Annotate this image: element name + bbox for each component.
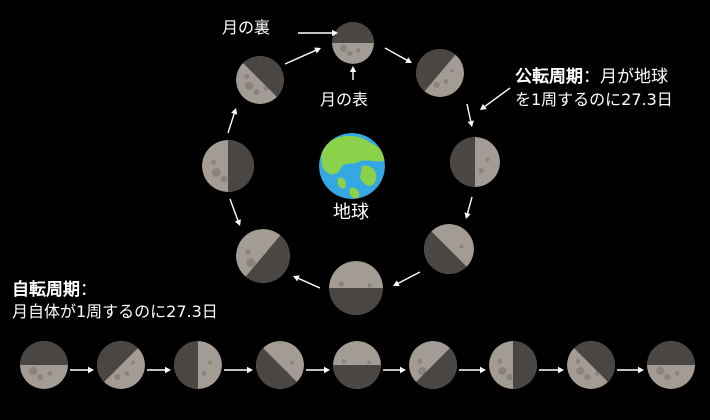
revolution-text-1: 月が地球 [600,67,668,87]
moon-orbit-upper-right [416,49,464,97]
orbit-arrow-icon [284,47,321,65]
moon-rotation-2 [97,341,145,389]
rotation-line-1: 自転周期： [12,280,97,300]
rotation-arrow-icon [539,366,564,374]
moon-orbit-top [332,22,374,64]
moon-rotation-8 [567,341,615,389]
rotation-arrow-icon [70,366,94,374]
orbit-arrow-icon [229,198,241,226]
orbit-arrow-icon [227,108,238,134]
revolution-arrow-icon [480,87,511,110]
orbit-arrow-icon [393,271,421,287]
moon-rotation-9 [647,341,695,389]
orbit-arrow-icon [384,47,412,63]
orbit-arrow-icon [293,275,321,289]
revolution-colon: ： [583,67,600,87]
rotation-arrow-icon [617,366,644,374]
moon-rotation-5 [333,341,381,389]
rotation-arrow-icon [147,366,171,374]
moon-orbit-upper-left [236,56,284,104]
orbit-arrow-icon [464,196,473,219]
rotation-arrow-icon [224,366,253,374]
earth-icon [319,133,385,199]
moon-rotation-7 [489,341,537,389]
revolution-line-2: を1周するのに27.3日 [515,90,673,109]
moon-orbit-bottom [329,261,383,315]
rotation-title: 自転周期 [12,280,80,300]
moon-back-arrow-icon [298,29,338,37]
moon-orbit-lower-right [424,224,474,274]
orbit-arrow-icon [466,103,474,127]
revolution-title: 公転周期 [515,67,583,87]
moon-front-arrow-icon [349,66,357,80]
moon-orbit-right [450,137,500,187]
rotation-line-2: 月自体が1周するのに27.3日 [12,302,218,321]
rotation-arrow-icon [383,366,406,374]
rotation-arrow-icon [306,366,330,374]
moon-orbit-lower-left [236,229,290,283]
moon-orbit-left [202,140,254,192]
moon-rotation-3 [174,341,222,389]
rotation-arrow-icon [459,366,486,374]
rotation-colon: ： [80,280,97,300]
revolution-line-1: 公転周期：月が地球 [515,67,668,87]
earth-label: 地球 [333,202,369,223]
moon-front-label: 月の表 [320,90,369,109]
moon-rotation-6 [409,341,457,389]
moon-rotation-1 [20,341,68,389]
moon-rotation-4 [256,341,304,389]
moon-back-label: 月の裏 [222,18,271,37]
